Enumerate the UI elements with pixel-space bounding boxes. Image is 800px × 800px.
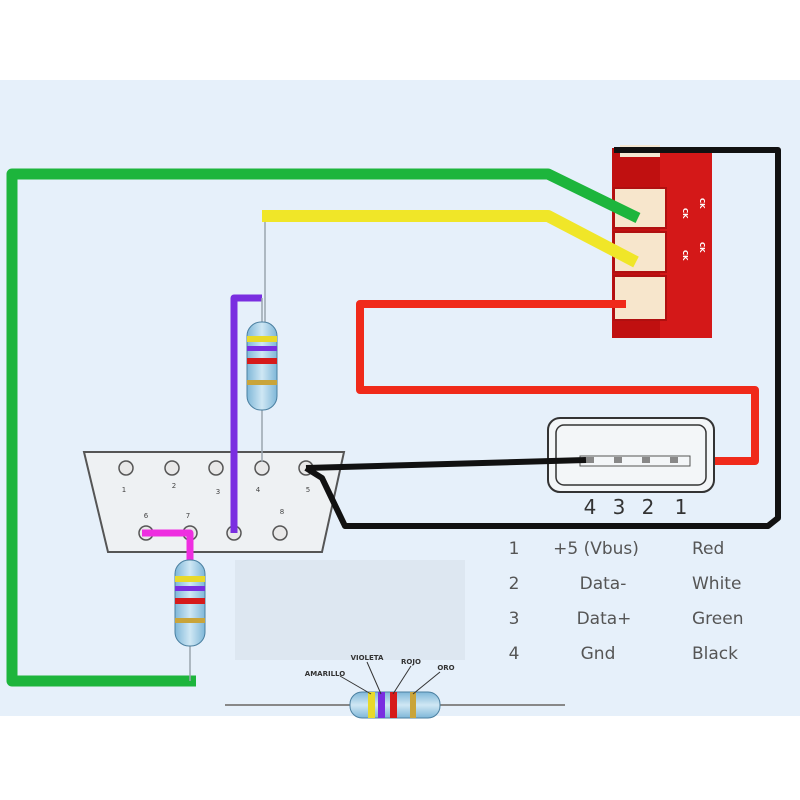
usb-pin-number: 3 [613, 495, 626, 519]
db9-pin-number: 8 [280, 508, 284, 516]
db9-pin [208, 460, 224, 476]
usb-contact [642, 457, 650, 463]
resistor-band [175, 618, 205, 623]
shadow-area [235, 560, 465, 660]
resistor-band [247, 336, 277, 342]
resistor-legend: AMARILLO VIOLETA ROJO ORO [225, 654, 565, 719]
red-wire [356, 300, 759, 465]
magenta-wire [142, 529, 194, 562]
switch-slot-3 [613, 275, 667, 321]
table-cell-signal: Data- [580, 574, 627, 594]
resistor-band [247, 380, 277, 385]
db9-pin-number: 6 [144, 512, 149, 520]
table-cell-signal: Data+ [577, 609, 632, 629]
usb-contact [614, 457, 622, 463]
db9-pin [254, 460, 270, 476]
usb-contact [670, 457, 678, 463]
legend-label: ROJO [401, 658, 421, 666]
usb-connector [547, 417, 715, 493]
db9-pin-number: 3 [216, 488, 220, 496]
resistor-band [247, 346, 277, 351]
legend-label: ORO [437, 664, 454, 672]
table-cell-pin: 2 [509, 574, 520, 594]
db9-pin-number: 4 [256, 486, 261, 494]
table-cell-signal: Gnd [581, 644, 616, 664]
db9-connector: 1 2 3 4 5 6 7 8 [82, 451, 346, 553]
legend-label: AMARILLO [305, 670, 345, 678]
db9-pin [118, 460, 134, 476]
table-cell-pin: 4 [509, 644, 520, 664]
purple-wire [230, 294, 262, 533]
switch-block: CK CK CK CK [612, 145, 712, 338]
table-cell-color: Red [692, 539, 724, 559]
table-cell-pin: 1 [509, 539, 520, 559]
legend-band-violet [378, 692, 385, 718]
pinout-table: 1 +5 (Vbus) Red 2 Data- White 3 Data+ Gr… [509, 539, 744, 664]
table-cell-color: Green [692, 609, 743, 629]
usb-pin-number: 4 [584, 495, 597, 519]
usb-pin-number: 1 [675, 495, 688, 519]
lower-resistor [174, 559, 206, 681]
resistor-band [175, 598, 205, 604]
db9-pin-number: 7 [186, 512, 190, 520]
legend-band-gold [410, 692, 416, 718]
legend-band-red [390, 692, 397, 718]
switch-slot-label: CK [698, 242, 706, 253]
green-wire [6, 168, 641, 687]
db9-pin-number: 2 [172, 482, 176, 490]
db9-pin [272, 525, 288, 541]
legend-label: VIOLETA [351, 654, 384, 662]
resistor-band [247, 358, 277, 364]
table-cell-signal: +5 (Vbus) [553, 539, 639, 559]
table-cell-pin: 3 [509, 609, 520, 629]
switch-slot-label: CK [698, 198, 706, 209]
usb-pin-number: 2 [642, 495, 655, 519]
db9-pin-number: 1 [122, 486, 126, 494]
table-cell-color: White [692, 574, 741, 594]
table-cell-color: Black [692, 644, 738, 664]
resistor-band [175, 586, 205, 591]
legend-band-yellow [368, 692, 375, 718]
yellow-wire [262, 210, 639, 268]
switch-slot-1 [613, 187, 667, 229]
resistor-band [175, 576, 205, 582]
black-wire [304, 147, 781, 529]
db9-pin-number: 5 [306, 486, 310, 494]
switch-slot-label: CK [681, 250, 689, 261]
db9-pin [164, 460, 180, 476]
switch-slot-label: CK [681, 208, 689, 219]
usb-contact [586, 457, 594, 463]
upper-resistor [246, 298, 278, 462]
